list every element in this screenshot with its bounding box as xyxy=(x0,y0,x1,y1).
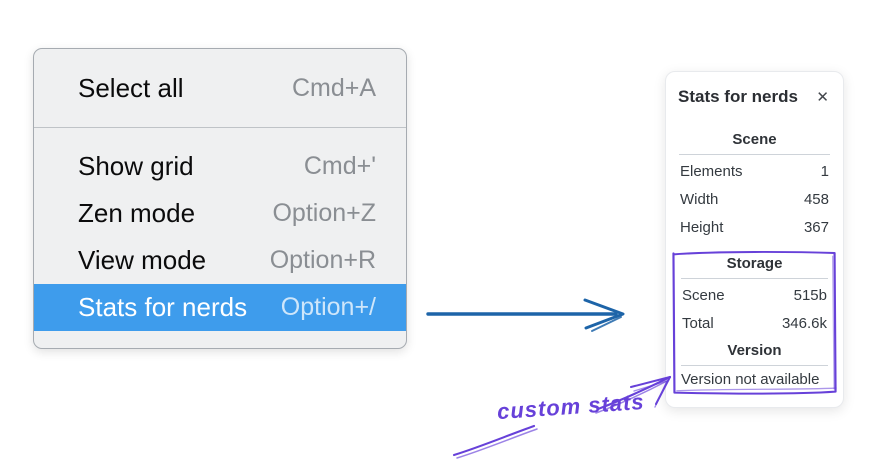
stat-value: 367 xyxy=(803,218,829,236)
menu-item-label: View mode xyxy=(78,245,207,275)
menu-item-stats-for-nerds[interactable]: Stats for nerds Option+/ xyxy=(34,284,406,331)
stat-row-storage-total: Total 346.6k xyxy=(680,309,829,337)
stat-row-storage-scene: Scene 515b xyxy=(680,281,829,309)
menu-group-top: Select all Cmd+A xyxy=(34,49,406,127)
right-arrow xyxy=(426,298,625,332)
stat-value: 458 xyxy=(803,190,829,208)
menu-item-view-mode[interactable]: View mode Option+R xyxy=(34,237,406,284)
menu-shortcut: Option+/ xyxy=(280,293,376,321)
panel-title: Stats for nerds xyxy=(678,87,798,106)
menu-divider xyxy=(34,127,406,128)
stat-row-height: Height 367 xyxy=(678,213,831,241)
section-divider xyxy=(681,365,828,366)
context-menu: Select all Cmd+A Show grid Cmd+' Zen mod… xyxy=(33,48,407,349)
menu-shortcut: Cmd+' xyxy=(303,152,376,180)
menu-item-select-all[interactable]: Select all Cmd+A xyxy=(34,65,406,112)
section-header-scene: Scene xyxy=(732,131,777,148)
menu-shortcut: Cmd+A xyxy=(291,74,376,102)
stats-panel: Stats for nerds ✕ Scene Elements 1 Width… xyxy=(665,71,844,408)
stat-value: 346.6k xyxy=(781,314,827,332)
stat-label: Total xyxy=(682,314,714,332)
section-header-version: Version xyxy=(727,342,782,359)
menu-group-bottom: Show grid Cmd+' Zen mode Option+Z View m… xyxy=(34,128,406,348)
stat-label: Width xyxy=(680,190,719,208)
stat-label: Height xyxy=(680,218,724,236)
close-icon: ✕ xyxy=(816,87,829,106)
stat-label: Elements xyxy=(680,162,743,180)
close-button[interactable]: ✕ xyxy=(814,88,831,107)
stat-row-elements: Elements 1 xyxy=(678,157,831,185)
stat-value: 1 xyxy=(820,162,829,180)
stat-row-width: Width 458 xyxy=(678,185,831,213)
menu-item-zen-mode[interactable]: Zen mode Option+Z xyxy=(34,190,406,237)
section-divider xyxy=(679,154,830,155)
menu-shortcut: Option+Z xyxy=(272,199,376,227)
stat-value: 515b xyxy=(793,286,827,304)
menu-item-label: Show grid xyxy=(78,151,194,181)
annotation-arrow xyxy=(452,375,672,459)
section-divider xyxy=(681,278,828,279)
stat-label: Scene xyxy=(682,286,725,304)
version-note: Version not available xyxy=(681,371,820,388)
menu-item-label: Stats for nerds xyxy=(78,292,248,322)
menu-item-label: Zen mode xyxy=(78,198,196,228)
menu-shortcut: Option+R xyxy=(269,246,376,274)
section-header-storage: Storage xyxy=(726,255,783,272)
annotated-section: Storage Scene 515b Total 346.6k Version … xyxy=(671,248,838,398)
panel-title-row: Stats for nerds ✕ xyxy=(678,85,831,109)
menu-item-show-grid[interactable]: Show grid Cmd+' xyxy=(34,143,406,190)
menu-item-label: Select all xyxy=(78,73,184,103)
